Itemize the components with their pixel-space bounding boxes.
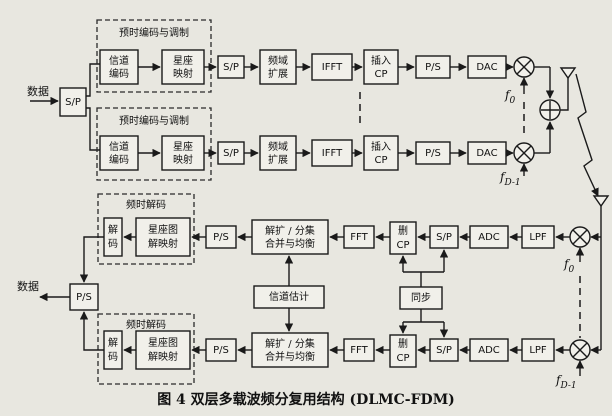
tx-group-2-label: 预时编码与调制: [119, 114, 189, 127]
tx1-const-l2: 映射: [173, 68, 193, 80]
rx2-remove-cp: [389, 334, 417, 368]
rx2-fft-label: FFT: [350, 345, 368, 356]
rx1-demap-l1: 星座图: [148, 223, 178, 236]
tx1-mixer: [513, 56, 535, 78]
rx1-ps-label: P/S: [213, 232, 229, 243]
rx2-despread: [251, 332, 329, 368]
rx-group-1: [97, 193, 195, 265]
rx-data-label: 数据: [17, 279, 39, 293]
tx1-cp-l1: 插入: [371, 54, 391, 67]
tx1-channel-coding: [99, 49, 139, 85]
tx-group-2: [96, 107, 212, 181]
tx-sp-label: S/P: [65, 97, 81, 108]
tx2-const-l1: 星座: [173, 140, 193, 153]
tx1-spread-l1: 频域: [268, 54, 288, 67]
tx1-dac-label: DAC: [476, 62, 497, 73]
rx2-desp-l1: 解扩 / 分集: [265, 337, 315, 350]
tx2-constellation-map: [161, 135, 205, 171]
rx2-lpf-label: LPF: [529, 345, 547, 356]
rx1-rcp-l2: CP: [396, 240, 409, 251]
tx2-fd1-label: fD-1: [499, 170, 521, 188]
rx1-desp-l2: 合并与均衡: [265, 237, 315, 250]
rx1-f0-label: f0: [563, 257, 574, 275]
tx1-insert-cp: [363, 49, 399, 85]
tx2-ifft-label: IFFT: [322, 148, 343, 159]
rx1-demap: [135, 217, 191, 257]
rx2-demap-l2: 解映射: [148, 350, 178, 363]
tx2-cp-l2: CP: [374, 155, 387, 166]
tx1-ps-label: P/S: [425, 62, 441, 73]
rx2-dec-l2: 码: [108, 351, 118, 363]
tx2-insert-cp: [363, 135, 399, 171]
tx-group-1: [96, 19, 212, 93]
rx2-desp-l2: 合并与均衡: [265, 350, 315, 363]
rx-group-2-label: 频时解码: [126, 318, 166, 331]
rx-antenna-icon: [592, 195, 610, 208]
channel-estimation-label: 信道估计: [269, 290, 309, 303]
tx-sp-block: [59, 87, 87, 117]
rx2-adc-label: ADC: [478, 345, 500, 356]
tx1-const-l1: 星座: [173, 54, 193, 67]
rx2-demap-l1: 星座图: [148, 336, 178, 349]
rx2-fd1-label: fD-1: [555, 373, 577, 391]
tx-group-1-label: 预时编码与调制: [119, 26, 189, 39]
tx2-const-l2: 映射: [173, 154, 193, 166]
rx1-sp-label: S/P: [436, 232, 452, 243]
rx2-rcp-l1: 删: [398, 338, 408, 350]
sync-label: 同步: [411, 292, 431, 304]
rx2-rcp-l2: CP: [396, 353, 409, 364]
rx1-dec-l1: 解: [108, 223, 118, 236]
tx2-cp-l1: 插入: [371, 140, 391, 153]
tx-data-label: 数据: [27, 84, 49, 98]
tx-summer: [539, 99, 561, 121]
rx-out-ps-label: P/S: [76, 292, 92, 303]
rx2-decode: [103, 330, 123, 370]
tx1-cp-l2: CP: [374, 69, 387, 80]
rx1-dec-l2: 码: [108, 238, 118, 250]
tx1-spread: [259, 49, 297, 85]
tx1-ifft: [311, 53, 353, 81]
tx1-channel-coding-l2: 编码: [109, 67, 129, 80]
rx2-ps-label: P/S: [213, 345, 229, 356]
figure-caption: 图 4 双层多载波频分复用结构 (DLMC-FDM): [157, 391, 455, 408]
rx1-lpf-label: LPF: [529, 232, 547, 243]
rx2-dec-l1: 解: [108, 336, 118, 349]
rx-out-ps-block: [69, 283, 99, 311]
rx1-demap-l2: 解映射: [148, 237, 178, 250]
wireless-channel-icon: [575, 73, 599, 197]
tx2-spread-l2: 扩展: [268, 153, 288, 166]
tx2-ps-label: P/S: [425, 148, 441, 159]
rx1-decode: [103, 217, 123, 257]
tx2-spread-l1: 频域: [268, 140, 288, 153]
tx-antenna-icon: [559, 67, 577, 80]
tx1-channel-coding-l1: 信道: [109, 54, 129, 67]
tx2-mixer: [513, 142, 535, 164]
rx2-mixer: [569, 339, 591, 361]
rx2-demap: [135, 330, 191, 370]
rx1-despread: [251, 219, 329, 255]
tx1-f0-label: f0: [504, 88, 515, 106]
tx2-channel-coding: [99, 135, 139, 171]
rx1-remove-cp: [389, 221, 417, 255]
rx1-adc-label: ADC: [478, 232, 500, 243]
rx1-desp-l1: 解扩 / 分集: [265, 224, 315, 237]
tx1-spread-l2: 扩展: [268, 67, 288, 80]
rx1-mixer: [569, 226, 591, 248]
rx1-fft-label: FFT: [350, 232, 368, 243]
rx-group-1-label: 频时解码: [126, 198, 166, 211]
tx2-ifft: [311, 139, 353, 167]
tx2-sp-label: S/P: [223, 148, 239, 159]
rx2-sp-label: S/P: [436, 345, 452, 356]
rx1-rcp-l1: 删: [398, 225, 408, 237]
tx1-sp-label: S/P: [223, 62, 239, 73]
tx2-channel-coding-l1: 信道: [109, 140, 129, 153]
tx1-ifft-label: IFFT: [322, 62, 343, 73]
tx2-channel-coding-l2: 编码: [109, 153, 129, 166]
tx2-dac-label: DAC: [476, 148, 497, 159]
tx1-constellation-map: [161, 49, 205, 85]
